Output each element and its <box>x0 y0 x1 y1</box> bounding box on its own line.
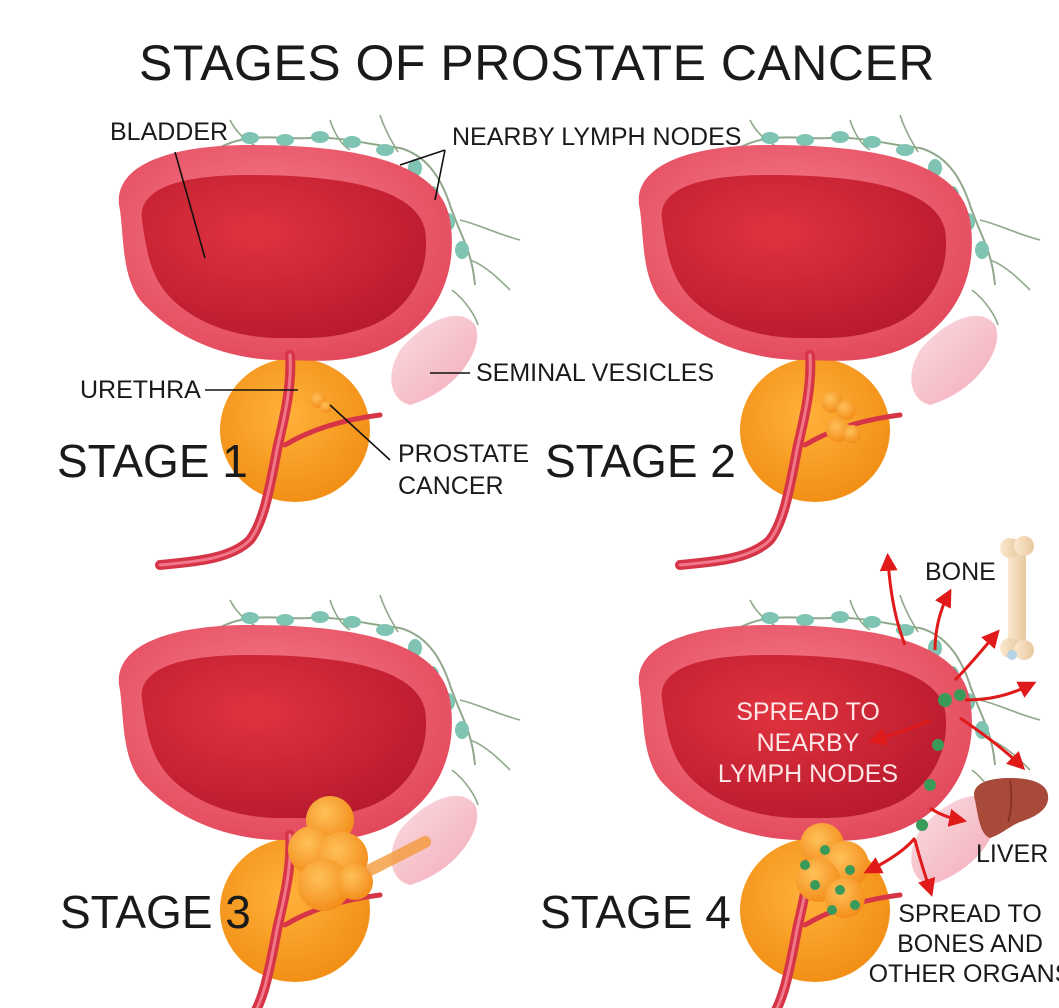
stage-2-tumor <box>821 391 861 443</box>
spread-bones-label-line2: BONES AND <box>897 930 1043 958</box>
stage-1-tumor <box>310 392 332 413</box>
spread-bones-label-line1: SPREAD TO <box>898 900 1042 928</box>
urethra-label: URETHRA <box>80 376 201 404</box>
lymph-nodes-label: NEARBY LYMPH NODES <box>452 123 741 151</box>
spread-lymph-label-line3: LYMPH NODES <box>718 760 898 788</box>
seminal-vesicles-label: SEMINAL VESICLES <box>476 359 714 387</box>
bladder-leader <box>174 151 206 259</box>
liver-label: LIVER <box>976 840 1048 868</box>
prostate-cancer-leader <box>329 404 391 461</box>
spread-bones-label-line3: OTHER ORGANS <box>869 960 1059 988</box>
stage-2-label: STAGE 2 <box>545 435 736 487</box>
stage-4-metastasis-dots <box>800 689 966 915</box>
stage-4-spread-arrows <box>863 552 1037 897</box>
prostate-cancer-label-line1: PROSTATE <box>398 440 529 468</box>
prostate-cancer-label-line2: CANCER <box>398 472 504 500</box>
stage-2-organ <box>639 115 1040 565</box>
stage-3-label: STAGE 3 <box>60 886 251 938</box>
bone-icon <box>1000 536 1034 660</box>
stage-1-label: STAGE 1 <box>57 435 248 487</box>
stage-4-organ <box>639 595 1040 1008</box>
liver-icon <box>974 778 1049 838</box>
lymph-nodes-leader <box>399 149 446 201</box>
stage-1-organ <box>119 115 520 565</box>
page-title: STAGES OF PROSTATE CANCER <box>139 35 935 91</box>
spread-lymph-label-line1: SPREAD TO <box>736 698 880 726</box>
spread-lymph-label-line2: NEARBY <box>757 729 860 757</box>
stage-3-organ <box>119 595 520 1008</box>
bone-label: BONE <box>925 558 996 586</box>
bladder-label: BLADDER <box>110 118 228 146</box>
stage-3-tumor <box>288 796 431 911</box>
stage-4-label: STAGE 4 <box>540 886 731 938</box>
